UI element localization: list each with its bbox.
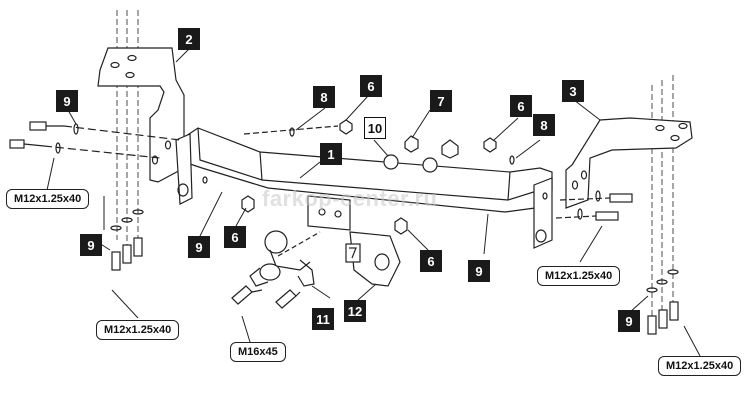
leader-lines [43, 47, 701, 357]
part-label-6: 6 [510, 95, 532, 117]
part-label-8: 8 [533, 114, 555, 136]
right-bolts [555, 193, 633, 221]
part-label-8: 8 [313, 86, 335, 108]
m16-bolts [231, 285, 301, 309]
part-label-9: 9 [468, 260, 490, 282]
left-vertical-bolts [110, 209, 144, 271]
part-label-11: 11 [312, 308, 334, 330]
left-bracket [97, 47, 185, 183]
part-label-9: 9 [618, 310, 640, 332]
main-crossbeam [175, 127, 553, 249]
part-label-9: 9 [188, 236, 210, 258]
center-mount [307, 195, 351, 231]
part-label-1: 1 [320, 143, 342, 165]
part-label-3: 3 [562, 80, 584, 102]
bolt-spec-callout: M12x1.25x40 [6, 189, 90, 209]
part-label-10: 10 [364, 117, 386, 139]
socket-plate [345, 231, 401, 287]
part-label-6: 6 [224, 226, 246, 248]
part-label-2: 2 [178, 28, 200, 50]
part-label-9: 9 [80, 234, 102, 256]
part-label-12: 12 [344, 300, 366, 322]
part-label-6: 6 [360, 75, 382, 97]
ball-bolt-spec-callout: M16x45 [230, 342, 286, 362]
part-label-9: 9 [56, 90, 78, 112]
right-bracket [565, 117, 693, 209]
tow-ball [249, 230, 321, 287]
part-label-7: 7 [430, 90, 452, 112]
left-bolts [9, 121, 339, 159]
part-label-6: 6 [420, 250, 442, 272]
bolt-spec-callout: M12x1.25x40 [658, 356, 742, 376]
right-vertical-bolts [646, 269, 679, 335]
bolt-spec-callout: M12x1.25x40 [96, 320, 180, 340]
bolt-spec-callout: M12x1.25x40 [537, 266, 621, 286]
nuts-washers [55, 119, 601, 235]
watermark: farkop-center.ru [262, 186, 438, 211]
